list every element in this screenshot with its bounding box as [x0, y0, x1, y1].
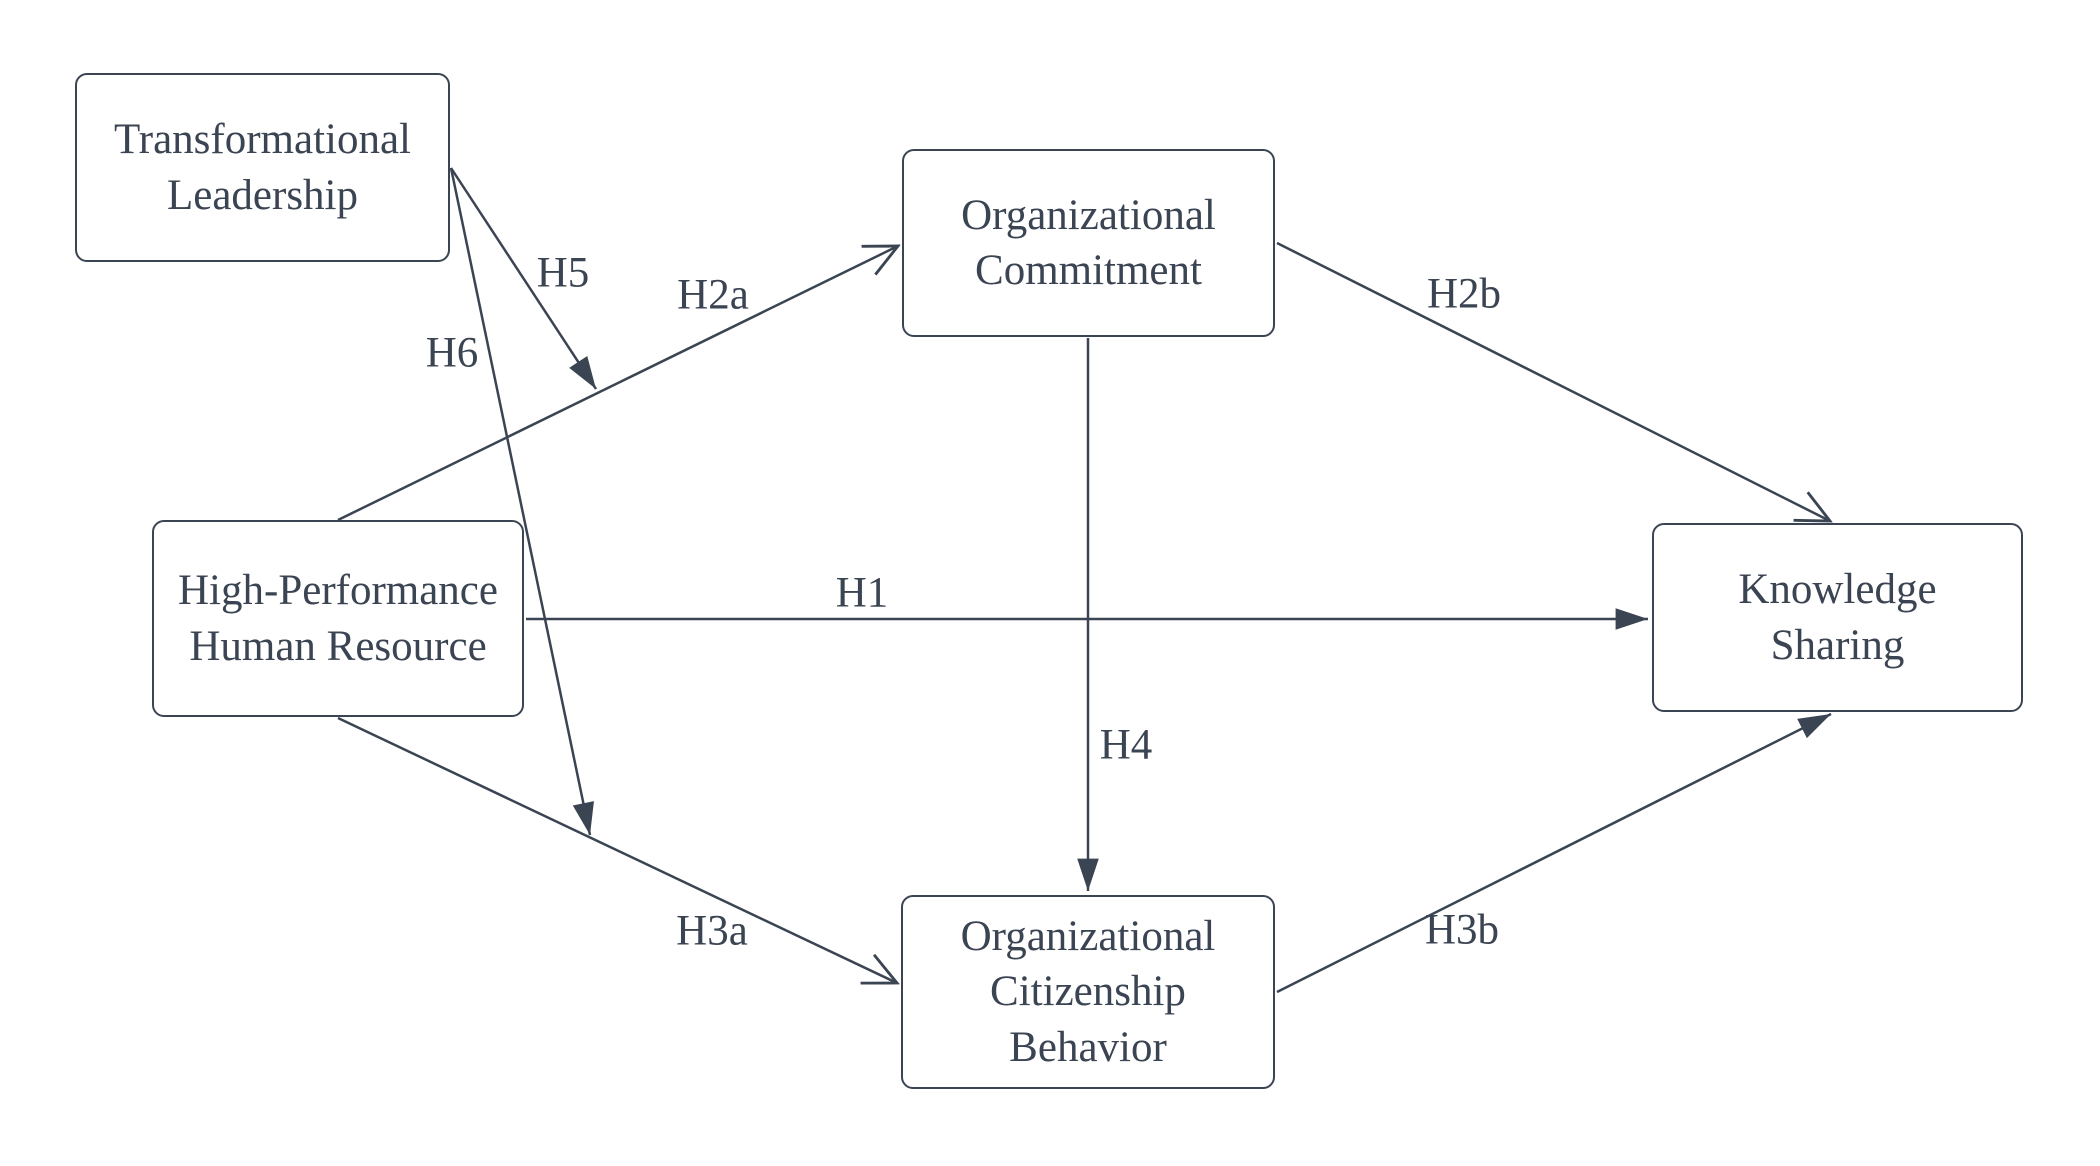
edge-label-h3a: H3a — [676, 907, 748, 955]
edge-label-h2b: H2b — [1426, 270, 1502, 318]
edge-h3b-arrow — [1276, 712, 1832, 994]
node-organizational-citizenship-behavior: Organizational Citizenship Behavior — [901, 895, 1275, 1089]
edge-label-h3b: H3b — [1424, 906, 1500, 954]
edge-h3a-arrow — [337, 716, 897, 983]
node-high-performance-human-resource: High-Performance Human Resource — [152, 520, 524, 717]
edge-label-h5: H5 — [536, 249, 590, 297]
edge-label-h2a: H2a — [677, 271, 749, 319]
node-transformational-leadership: Transformational Leadership — [75, 73, 450, 262]
edge-h2b-arrow — [1276, 241, 1830, 521]
edge-h5-moderation-arrow — [449, 167, 598, 390]
node-knowledge-sharing: Knowledge Sharing — [1652, 523, 2023, 712]
node-organizational-commitment: Organizational Commitment — [902, 149, 1275, 337]
edge-h2a-arrow — [337, 246, 898, 522]
node-label: Organizational Commitment — [961, 191, 1216, 294]
node-label: Organizational Citizenship Behavior — [960, 913, 1216, 1071]
node-label: Transformational Leadership — [114, 116, 411, 219]
edge-h6-moderation-arrow — [449, 167, 594, 836]
edge-label-h4: H4 — [1099, 721, 1153, 769]
edge-label-h1: H1 — [835, 569, 889, 617]
node-label: High-Performance Human Resource — [178, 567, 498, 670]
edge-label-h6: H6 — [425, 329, 479, 377]
node-label: Knowledge Sharing — [1738, 566, 1937, 669]
